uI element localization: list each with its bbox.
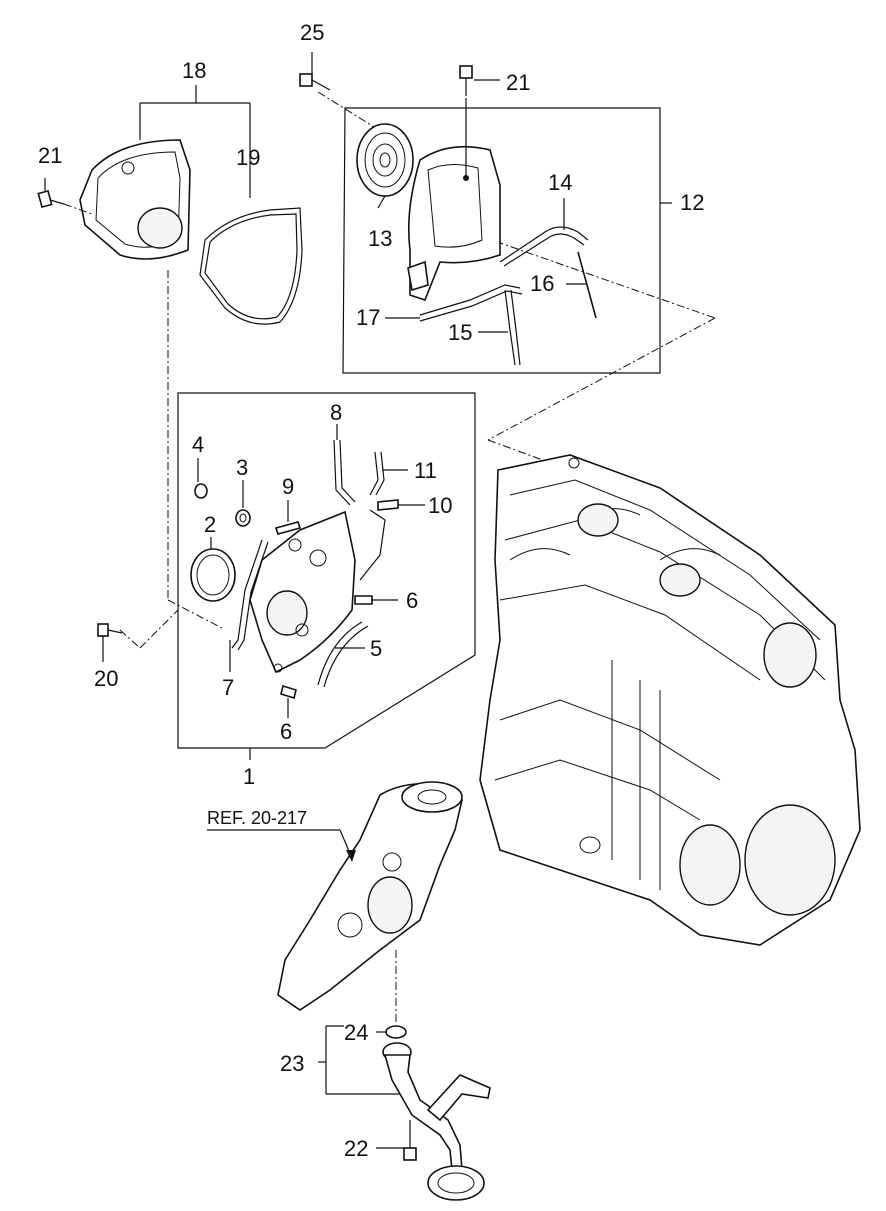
- callout-10: 10: [428, 493, 452, 518]
- callout-15: 15: [448, 320, 472, 345]
- idler-pulley-13: [356, 123, 414, 209]
- o-ring-24: [376, 1025, 407, 1039]
- upper-timing-cover-shell: [407, 98, 501, 301]
- bolt-20: [97, 623, 123, 662]
- callout-9: 9: [282, 474, 294, 499]
- callout-17: 17: [356, 305, 380, 330]
- bolt-25: [299, 52, 331, 91]
- oil-seal-2: [190, 537, 236, 602]
- callout-20: 20: [94, 666, 118, 691]
- callout-11: 11: [414, 458, 437, 483]
- callout-21-right: 21: [506, 70, 530, 95]
- callout-18: 18: [182, 58, 206, 83]
- seal-3: [235, 480, 251, 527]
- seal-strip-14: [499, 198, 589, 267]
- pin-9: [274, 500, 302, 535]
- bolt-21-left: [37, 178, 93, 215]
- gasket-19: [199, 207, 303, 325]
- lower-cover-kit-box: [119, 270, 476, 760]
- callout-4: 4: [192, 432, 204, 457]
- oil-strainer-23: [318, 1025, 491, 1201]
- callout-21-left: 21: [38, 143, 62, 168]
- callout-6-upper: 6: [406, 588, 418, 613]
- callout-19: 19: [236, 145, 260, 170]
- seal-strip-16: [566, 251, 597, 319]
- seal-strip-15: [478, 289, 521, 366]
- callout-13: 13: [368, 226, 392, 251]
- gasket-7: [229, 539, 269, 672]
- engine-block: [479, 454, 861, 946]
- dowel-pin-6-lower: [280, 684, 297, 718]
- callout-8: 8: [330, 400, 342, 425]
- callout-22: 22: [344, 1136, 368, 1161]
- callout-2: 2: [204, 512, 216, 537]
- oil-pump-reference: [207, 781, 463, 1025]
- bolt-21-right: [459, 65, 500, 96]
- inner-cover-plate: [249, 510, 356, 674]
- seal-4: [194, 458, 208, 499]
- callout-3: 3: [236, 455, 248, 480]
- callout-16: 16: [530, 271, 554, 296]
- seal-strip-10: [359, 499, 425, 581]
- callout-7: 7: [222, 675, 234, 700]
- callout-25: 25: [300, 20, 324, 45]
- callout-12: 12: [680, 190, 704, 215]
- callout-1: 1: [243, 764, 255, 789]
- timing-cover-18: [79, 85, 251, 260]
- seal-strip-11: [369, 451, 408, 496]
- reference-note: REF. 20-217: [207, 808, 307, 828]
- gasket-5: [317, 621, 369, 688]
- callout-24: 24: [344, 1020, 368, 1045]
- dowel-pin-6-upper: [354, 595, 398, 605]
- callout-5: 5: [370, 636, 382, 661]
- callout-14: 14: [548, 170, 572, 195]
- callout-6-lower: 6: [280, 719, 292, 744]
- callout-23: 23: [280, 1051, 304, 1076]
- bolt-22: [376, 1120, 417, 1161]
- seal-strip-17: [385, 284, 523, 322]
- seal-strip-8: [333, 424, 356, 506]
